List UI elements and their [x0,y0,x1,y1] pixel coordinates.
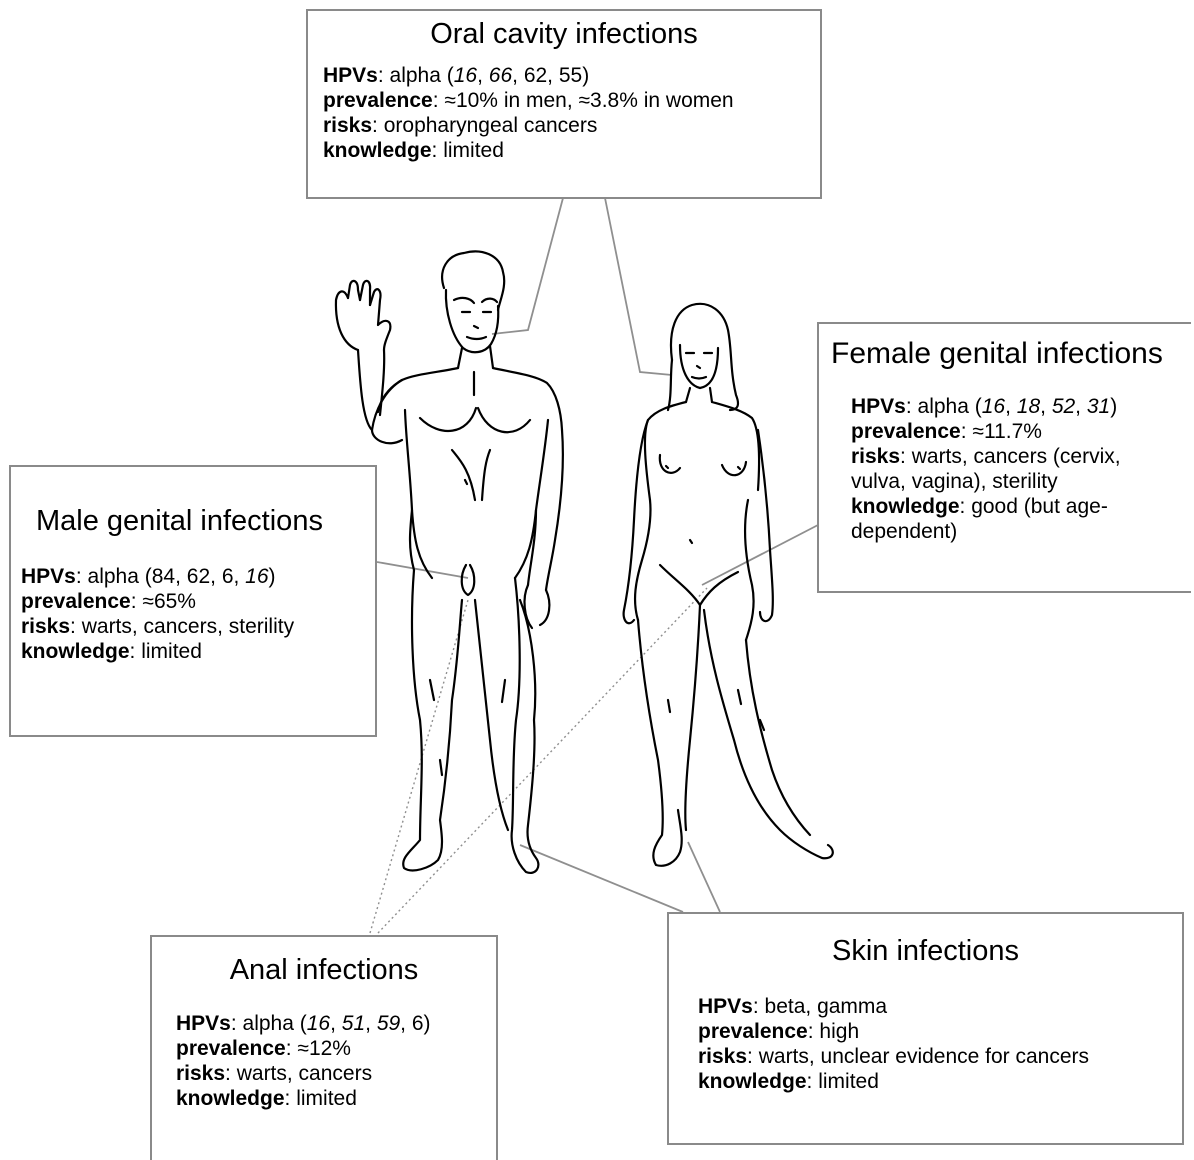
female-genital-infections-box: Female genital infections HPVs: alpha (1… [817,322,1191,593]
prevalence-label: prevalence [21,590,131,613]
knowledge-value: limited [443,139,504,162]
knowledge-value: limited [296,1087,357,1110]
prevalence-value: ≈65% [142,590,196,613]
male-genital-infections-box: Male genital infections HPVs: alpha (84,… [9,465,377,737]
prevalence-label: prevalence [323,89,433,112]
anal-infections-box: Anal infections HPVs: alpha (16, 51, 59,… [150,935,498,1160]
hpv-types: alpha (16, 66, 62, 55) [390,64,590,87]
leader-oral-male [492,198,563,334]
male-genital-details: HPVs: alpha (84, 62, 6, 16) prevalence: … [21,564,375,664]
hpv-label: HPVs [698,995,753,1018]
hpv-label: HPVs [851,395,906,418]
oral-cavity-title: Oral cavity infections [308,17,820,51]
prevalence-value: ≈11.7% [972,420,1042,443]
risks-label: risks [698,1045,747,1068]
female-figure [624,304,833,866]
risks-label: risks [323,114,372,137]
anal-details: HPVs: alpha (16, 51, 59, 6) prevalence: … [176,1011,496,1111]
leader-female-genital [702,525,818,585]
knowledge-label: knowledge [323,139,432,162]
hpv-types: alpha (16, 51, 59, 6) [243,1012,431,1035]
risks-value: warts, unclear evidence for cancers [759,1045,1089,1068]
leader-skin-male-foot [520,845,683,912]
knowledge-value: limited [141,640,202,663]
oral-cavity-details: HPVs: alpha (16, 66, 62, 55) prevalence:… [323,63,820,163]
hpv-label: HPVs [21,565,76,588]
skin-details: HPVs: beta, gamma prevalence: high risks… [698,994,1182,1094]
risks-value: oropharyngeal cancers [384,114,598,137]
knowledge-label: knowledge [176,1087,285,1110]
risks-value: warts, cancers [237,1062,372,1085]
male-genital-title: Male genital infections [36,504,375,538]
skin-title: Skin infections [669,934,1182,968]
risks-value: warts, cancers, sterility [82,615,294,638]
risks-label: risks [21,615,70,638]
anal-title: Anal infections [152,953,496,987]
leader-skin-female-foot [688,842,720,912]
prevalence-label: prevalence [851,420,961,443]
leader-oral-female [605,198,672,375]
female-genital-title: Female genital infections [831,337,1191,371]
female-genital-details: HPVs: alpha (16, 18, 52, 31) prevalence:… [851,394,1183,544]
hpv-types: alpha (84, 62, 6, 16) [88,565,276,588]
knowledge-label: knowledge [21,640,130,663]
risks-label: risks [176,1062,225,1085]
prevalence-label: prevalence [176,1037,286,1060]
skin-infections-box: Skin infections HPVs: beta, gamma preval… [667,912,1184,1145]
hpv-types: alpha (16, 18, 52, 31) [918,395,1118,418]
leader-anal-male [370,600,468,933]
hpv-label: HPVs [323,64,378,87]
leader-lines [370,198,818,933]
prevalence-value: ≈10% in men, ≈3.8% in women [444,89,733,112]
hpv-label: HPVs [176,1012,231,1035]
oral-cavity-infections-box: Oral cavity infections HPVs: alpha (16, … [306,9,822,199]
risks-label: risks [851,445,900,468]
prevalence-label: prevalence [698,1020,808,1043]
hpv-types: beta, gamma [765,995,888,1018]
prevalence-value: ≈12% [297,1037,351,1060]
prevalence-value: high [819,1020,859,1043]
knowledge-label: knowledge [698,1070,807,1093]
knowledge-label: knowledge [851,495,960,518]
knowledge-value: limited [818,1070,879,1093]
